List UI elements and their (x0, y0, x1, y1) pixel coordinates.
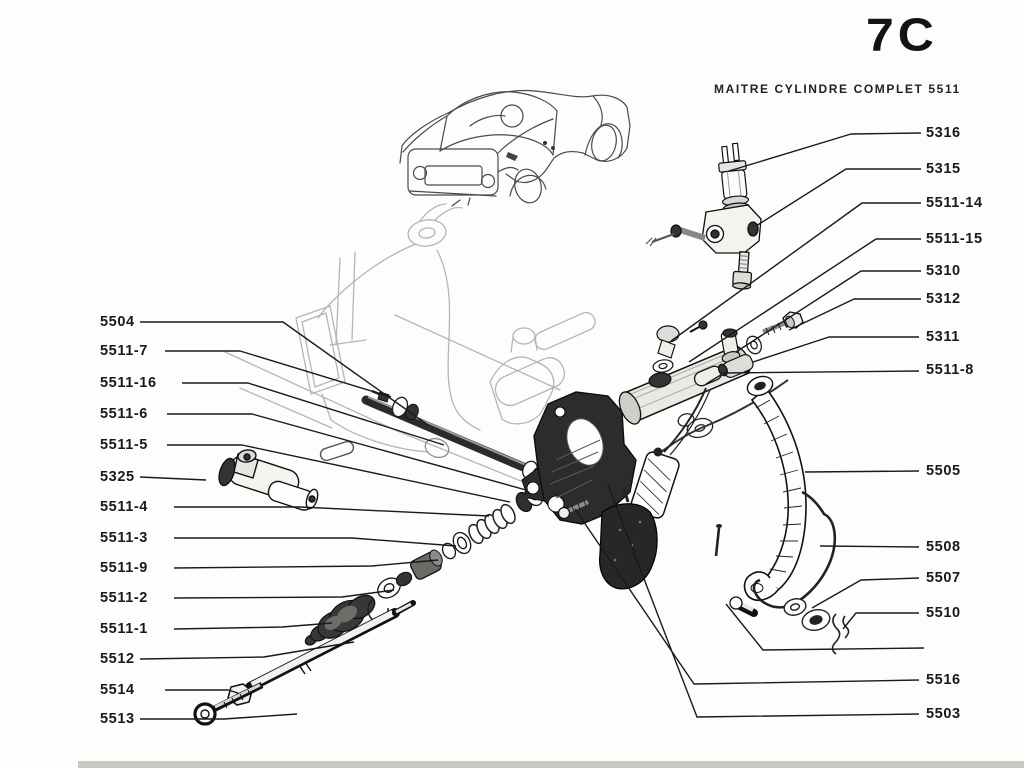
piston (409, 549, 443, 580)
retaining-pin (714, 524, 722, 557)
leader-5511-14 (670, 202, 921, 342)
clevis-pin (729, 596, 758, 617)
cup-seals (441, 531, 472, 560)
part-label-5510: 5510 (926, 605, 961, 621)
leader-5503 (607, 484, 920, 718)
reservoir-union-parts (648, 320, 708, 388)
part-label-5508: 5508 (926, 539, 961, 555)
part-label-5511-6: 5511-6 (100, 406, 148, 422)
part-label-5325: 5325 (100, 469, 135, 485)
leader-5511-4 (174, 506, 490, 517)
ball-stud (653, 447, 663, 457)
leader-5310 (735, 270, 921, 353)
leader-5512 (139, 641, 355, 660)
leader-lines (139, 132, 925, 720)
throttle-return-rod (752, 490, 837, 609)
part-label-5511-2: 5511-2 (100, 590, 148, 606)
union-bolt (731, 251, 753, 290)
leader-5511-7 (165, 350, 392, 398)
leader-5516 (574, 508, 920, 685)
clutch-pedal-pad (599, 487, 658, 590)
part-label-5511-4: 5511-4 (100, 499, 148, 515)
leader-5514 (165, 689, 239, 694)
leader-5505 (804, 470, 920, 473)
ghost-pedal-box (224, 203, 596, 506)
leader-5513 (140, 713, 298, 720)
leader-5511-5 (167, 444, 511, 503)
part-label-5315: 5315 (926, 161, 961, 177)
car-sketch (399, 89, 631, 207)
leader-5511-9 (173, 559, 439, 569)
part-label-5503: 5503 (926, 706, 961, 722)
loose-pipe-stub (319, 440, 355, 462)
part-label-5511-8: 5511-8 (926, 362, 974, 378)
part-label-5511-3: 5511-3 (100, 530, 148, 546)
three-way-union (645, 204, 762, 290)
leader-5511-8 (705, 370, 920, 385)
leader-5511-6 (167, 413, 527, 491)
leader-5511-3 (174, 537, 457, 547)
leader-5504 (140, 321, 429, 426)
firewall-grommets (677, 413, 714, 439)
diagram-title: MAITRE CYLINDRE COMPLET 5511 (714, 82, 961, 96)
leader-5315 (755, 168, 921, 227)
part-label-5511-14: 5511-14 (926, 195, 983, 211)
part-label-5316: 5316 (926, 125, 961, 141)
outlet-fittings (720, 328, 762, 378)
banjo-bolt (762, 311, 804, 336)
pushrod (245, 600, 416, 692)
leader-5511-16 (182, 382, 445, 446)
tee-union-fitting (218, 440, 355, 511)
page-code: 7C (866, 9, 938, 61)
part-label-5511-7: 5511-7 (100, 343, 148, 359)
mounting-bolt (557, 499, 589, 520)
leader-5311 (752, 336, 919, 363)
leader-5325 (139, 476, 207, 481)
return-spring (468, 503, 516, 545)
part-label-5507: 5507 (926, 570, 961, 586)
rubber-boot (304, 594, 376, 646)
leader-5316 (728, 132, 922, 172)
part-label-5511-16: 5511-16 (100, 375, 157, 391)
leader-5511-1 (173, 622, 333, 630)
part-label-5312: 5312 (926, 291, 961, 307)
brake-pedal-arm (663, 387, 711, 456)
part-label-5511-15: 5511-15 (926, 231, 983, 247)
leader-5507 (811, 577, 920, 609)
part-label-5310: 5310 (926, 263, 961, 279)
part-label-5512: 5512 (100, 651, 135, 667)
part-label-5511-1: 5511-1 (100, 621, 148, 637)
part-label-5504: 5504 (100, 314, 135, 330)
part-label-5513: 5513 (100, 711, 135, 727)
leader-5510-a (842, 612, 919, 630)
part-label-5505: 5505 (926, 463, 961, 479)
accelerator-pedal-arm (743, 375, 807, 602)
leader-5510-b (725, 603, 925, 651)
cotter-pin (831, 613, 850, 655)
leader-5511-2 (173, 589, 395, 599)
eye-bolt (193, 682, 264, 726)
leader-5312 (788, 298, 921, 331)
seal-washer-set (377, 571, 413, 599)
brake-light-switch (718, 142, 750, 214)
part-label-5511-5: 5511-5 (100, 437, 148, 453)
pivot-washers (783, 598, 831, 632)
part-label-5516: 5516 (926, 672, 961, 688)
leader-5508 (819, 545, 920, 548)
part-label-5514: 5514 (100, 682, 135, 698)
pedal-pivot-bush (693, 363, 729, 387)
part-label-5311: 5311 (926, 329, 960, 345)
page-scan-edge (78, 761, 1024, 768)
part-label-5511-9: 5511-9 (100, 560, 148, 576)
leader-5511-15 (688, 238, 921, 363)
union-side-fitting (645, 224, 706, 247)
